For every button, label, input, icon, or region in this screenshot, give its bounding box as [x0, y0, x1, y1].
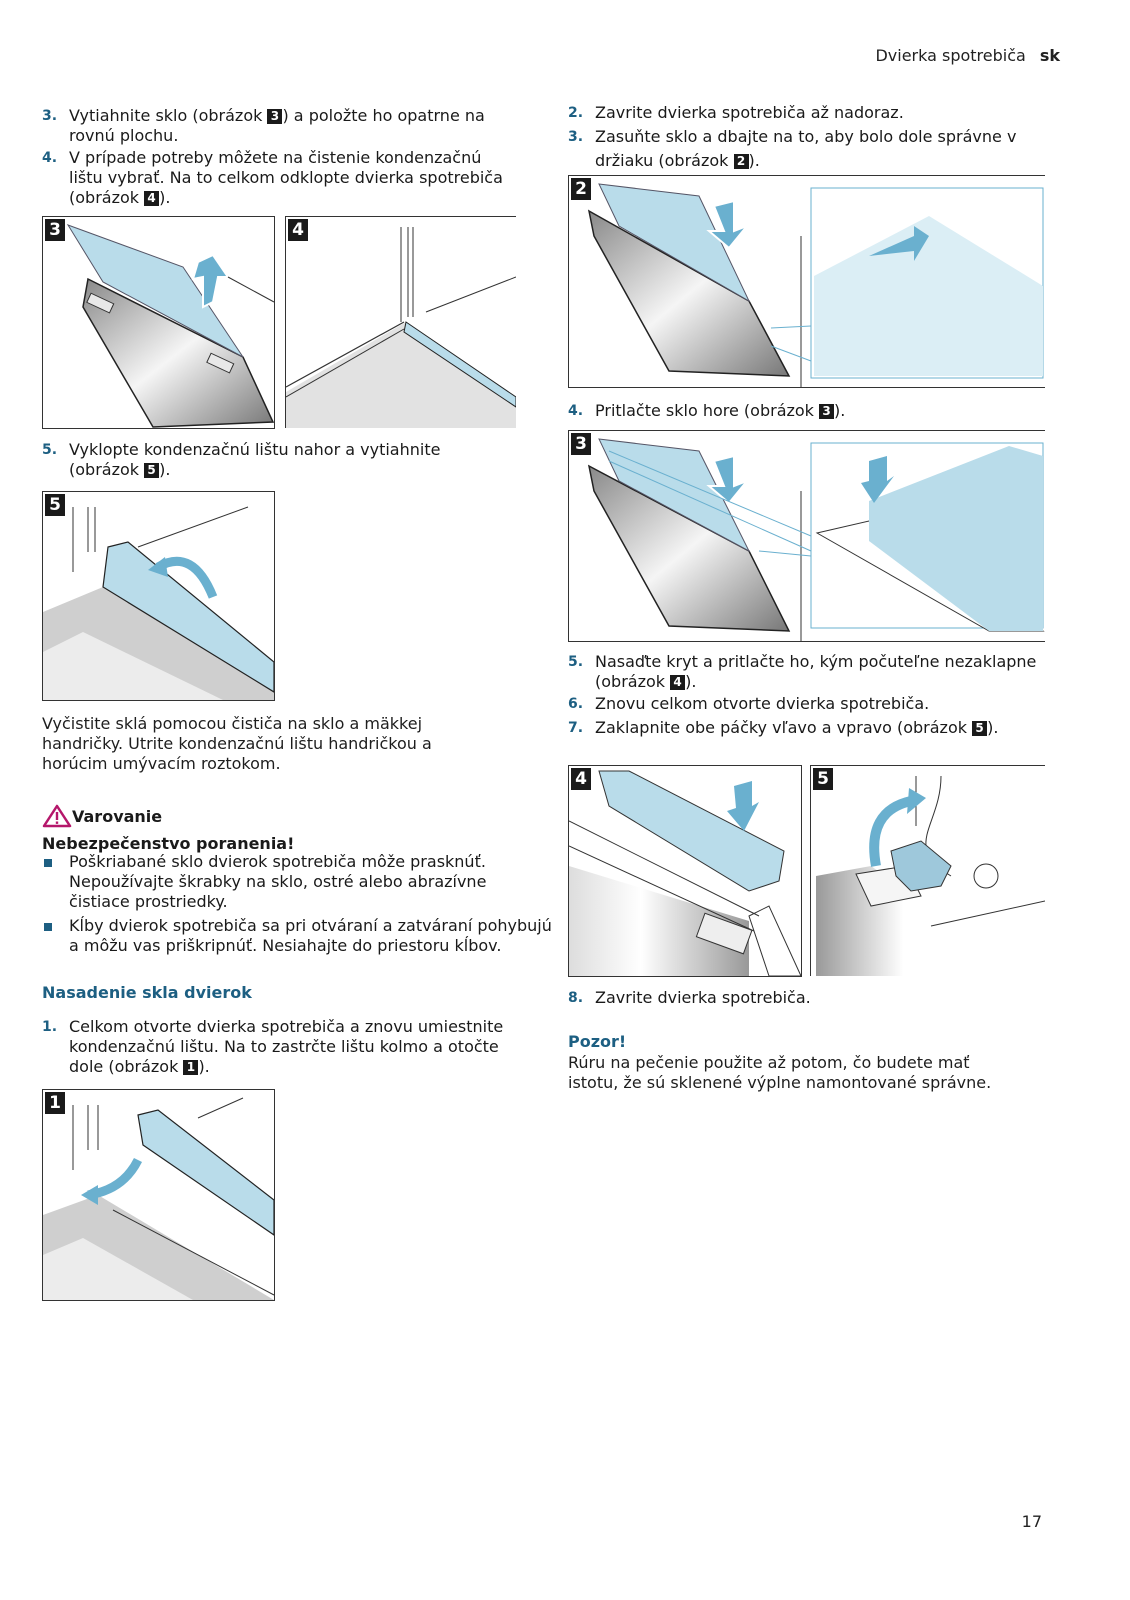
- page-number: 17: [1021, 1512, 1042, 1531]
- step-open-door-again: 6. Znovu celkom otvorte dvierka spotrebi…: [568, 694, 1048, 714]
- warning-block: Varovanie Nebezpečenstvo poranenia!: [42, 804, 542, 853]
- step-text: Nasaďte kryt a pritlačte ho, kým počuteľ…: [595, 652, 1037, 691]
- warning-header: Varovanie: [42, 804, 542, 828]
- figure-number: 2: [571, 178, 591, 200]
- step-text-end: ).: [748, 151, 760, 170]
- step-text: Celkom otvorte dvierka spotrebiča a znov…: [69, 1017, 504, 1076]
- step-press-glass-up: 4. Pritlačte sklo hore (obrázok 3).: [568, 401, 1048, 421]
- figure-ref-badge: 1: [183, 1060, 199, 1075]
- figure-ref-badge: 5: [972, 721, 988, 736]
- figure-number: 5: [45, 494, 65, 516]
- bullet-text: Kĺby dvierok spotrebiča sa pri otváraní …: [69, 916, 552, 955]
- section-heading-insert-glass: Nasadenie skla dvierok: [42, 983, 252, 1002]
- figure-number: 1: [45, 1092, 65, 1114]
- header-section-title: Dvierka spotrebiča: [875, 46, 1026, 65]
- step-attach-cover: 5. Nasaďte kryt a pritlačte ho, kým poču…: [568, 652, 1048, 692]
- oven-interior-corner-illustration: [286, 227, 516, 428]
- figure-1-reinsert-strip: 1: [42, 1089, 275, 1301]
- header-language-code: sk: [1039, 46, 1060, 65]
- running-header: Dvierka spotrebiča sk: [875, 46, 1060, 65]
- step-text: Zavrite dvierka spotrebiča.: [595, 988, 811, 1007]
- figure-number: 4: [288, 219, 308, 241]
- step-text-end: ).: [987, 718, 999, 737]
- step-text-end: ) a položte ho opatrne na rovnú plochu.: [69, 106, 485, 145]
- step-number: 5.: [42, 442, 58, 458]
- figure-2-slide-glass: 2: [568, 175, 1045, 388]
- step-number: 5.: [568, 654, 584, 670]
- step-text: V prípade potreby môžete na čistenie kon…: [69, 148, 503, 207]
- step-number: 4.: [568, 403, 584, 419]
- figure-number: 3: [45, 219, 65, 241]
- step-text-end: ).: [198, 1057, 210, 1076]
- step-tilt-strip-up: 5. Vyklopte kondenzačnú lištu nahor a vy…: [42, 440, 512, 480]
- figure-4-condensation-strip-position: 4: [285, 216, 516, 428]
- figure-ref-badge: 3: [819, 404, 835, 419]
- step-number: 3.: [568, 129, 584, 145]
- condensation-strip-insert-illustration: [43, 1097, 274, 1300]
- step-remove-condensation-strip: 4. V prípade potreby môžete na čistenie …: [42, 148, 512, 208]
- figure-ref-badge: 4: [144, 191, 160, 206]
- step-number: 7.: [568, 720, 584, 736]
- step-remove-glass: 3. Vytiahnite sklo (obrázok 3) a položte…: [42, 106, 502, 146]
- warning-subtitle: Nebezpečenstvo poranenia!: [42, 834, 295, 853]
- oven-door-glass-illustration: [66, 224, 274, 428]
- step-text: Vytiahnite sklo (obrázok: [69, 106, 268, 125]
- step-snap-levers: 7. Zaklapnite obe páčky vľavo a vpravo (…: [568, 718, 1048, 738]
- glass-press-detail-illustration: [587, 438, 1045, 641]
- figure-3-press-glass: 3: [568, 430, 1045, 642]
- bullet-text: Poškriabané sklo dvierok spotrebiča môže…: [69, 852, 487, 911]
- step-text-end: ).: [159, 460, 171, 479]
- step-number: 2.: [568, 105, 584, 121]
- figure-number: 5: [813, 768, 833, 790]
- hinge-lever-illustration: [816, 775, 1045, 976]
- figure-ref-badge: 4: [670, 675, 686, 690]
- step-number: 6.: [568, 696, 584, 712]
- step-text: Pritlačte sklo hore (obrázok: [595, 401, 820, 420]
- condensation-strip-tilt-illustration: [43, 506, 274, 700]
- step-text: Vyklopte kondenzačnú lištu nahor a vytia…: [69, 440, 441, 479]
- warning-bullet: Poškriabané sklo dvierok spotrebiča môže…: [42, 852, 512, 912]
- figure-number: 4: [571, 768, 591, 790]
- caution-text: Rúru na pečenie použite až potom, čo bud…: [568, 1053, 992, 1092]
- bullet-square-icon: [44, 923, 52, 931]
- figure-ref-badge: 2: [733, 154, 749, 169]
- step-reinsert-strip: 1. Celkom otvorte dvierka spotrebiča a z…: [42, 1017, 522, 1077]
- step-close-door-final: 8. Zavrite dvierka spotrebiča.: [568, 988, 1048, 1008]
- step-slide-glass: 3. Zasuňte sklo a dbajte na to, aby bolo…: [568, 125, 1028, 173]
- warning-title: Varovanie: [72, 806, 163, 826]
- glass-insert-detail-illustration: [587, 183, 1044, 387]
- warning-bullet: Kĺby dvierok spotrebiča sa pri otváraní …: [42, 916, 562, 956]
- figure-number: 3: [571, 433, 591, 455]
- step-text-end: ).: [685, 672, 697, 691]
- figure-4-attach-cover: 4: [568, 765, 802, 977]
- step-text: Zaklapnite obe páčky vľavo a vpravo (obr…: [595, 718, 973, 737]
- step-text: Znovu celkom otvorte dvierka spotrebiča.: [595, 694, 930, 713]
- caution-title: Pozor!: [568, 1032, 627, 1051]
- figure-ref-badge: 3: [267, 109, 283, 124]
- step-number: 4.: [42, 150, 58, 166]
- figure-ref-badge: 5: [144, 463, 160, 478]
- bullet-square-icon: [44, 859, 52, 867]
- cleaning-instructions: Vyčistite sklá pomocou čističa na sklo a…: [42, 714, 432, 773]
- step-number: 1.: [42, 1019, 58, 1035]
- warning-triangle-icon: [42, 804, 72, 828]
- door-cover-illustration: [569, 770, 801, 976]
- step-text-end: ).: [834, 401, 846, 420]
- step-text: Zasuňte sklo a dbajte na to, aby bolo do…: [595, 127, 1017, 170]
- step-close-door: 2. Zavrite dvierka spotrebiča až nadoraz…: [568, 103, 1048, 123]
- step-text-end: ).: [159, 188, 171, 207]
- figure-3-remove-glass: 3: [42, 216, 275, 429]
- figure-5-snap-levers: 5: [810, 765, 1045, 976]
- figure-5-tilt-strip: 5: [42, 491, 275, 701]
- step-number: 3.: [42, 108, 58, 124]
- step-number: 8.: [568, 990, 584, 1006]
- step-text: Zavrite dvierka spotrebiča až nadoraz.: [595, 103, 904, 122]
